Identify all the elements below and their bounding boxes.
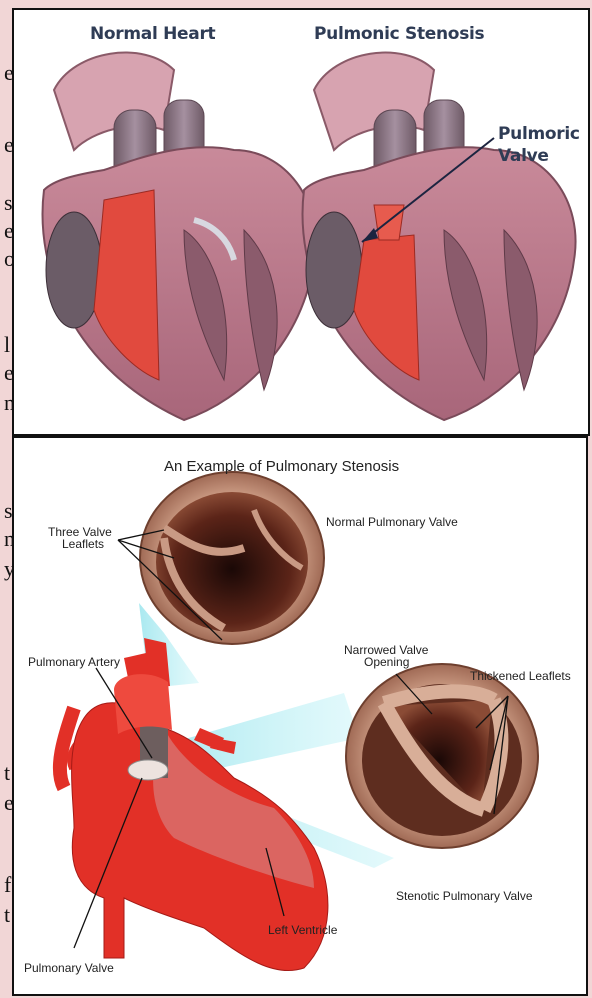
heart-comparison-illustration [14, 10, 590, 436]
normal-valve-drawing [140, 472, 324, 644]
pulmonary-stenosis-panel: An Example of Pulmonary Stenosis Three V… [12, 436, 588, 996]
stenosis-heart-drawing [303, 53, 576, 420]
pulmoric-valve-label-line1: Pulmoric [498, 124, 580, 144]
pulmonary-stenosis-illustration [14, 438, 588, 996]
normal-pulmonary-valve-label: Normal Pulmonary Valve [326, 516, 458, 529]
three-valve-leaflets-label-line2: Leaflets [62, 538, 104, 551]
heart-drawing [60, 638, 328, 971]
margin-letter: t [4, 760, 10, 786]
thickened-leaflets-label: Thickened Leaflets [470, 670, 571, 683]
stenotic-valve-drawing [346, 664, 538, 848]
narrowed-valve-label-line2: Opening [364, 656, 409, 669]
diagram-title: An Example of Pulmonary Stenosis [164, 458, 399, 475]
margin-letter: t [4, 902, 10, 928]
normal-heart-label: Normal Heart [90, 24, 215, 44]
stenotic-pulmonary-valve-label: Stenotic Pulmonary Valve [396, 890, 533, 903]
heart-comparison-panel: Normal Heart Pulmonic Stenosis Pulmoric … [12, 8, 590, 436]
pulmonary-artery-label: Pulmonary Artery [28, 656, 120, 669]
pulmonic-stenosis-label: Pulmonic Stenosis [314, 24, 484, 44]
normal-heart-drawing [43, 53, 316, 420]
left-ventricle-label: Left Ventricle [268, 924, 337, 937]
pulmoric-valve-label-line2: Valve [498, 146, 549, 166]
margin-letter: f [4, 872, 11, 898]
pulmonary-valve-label: Pulmonary Valve [24, 962, 114, 975]
margin-letter: l [4, 332, 10, 358]
